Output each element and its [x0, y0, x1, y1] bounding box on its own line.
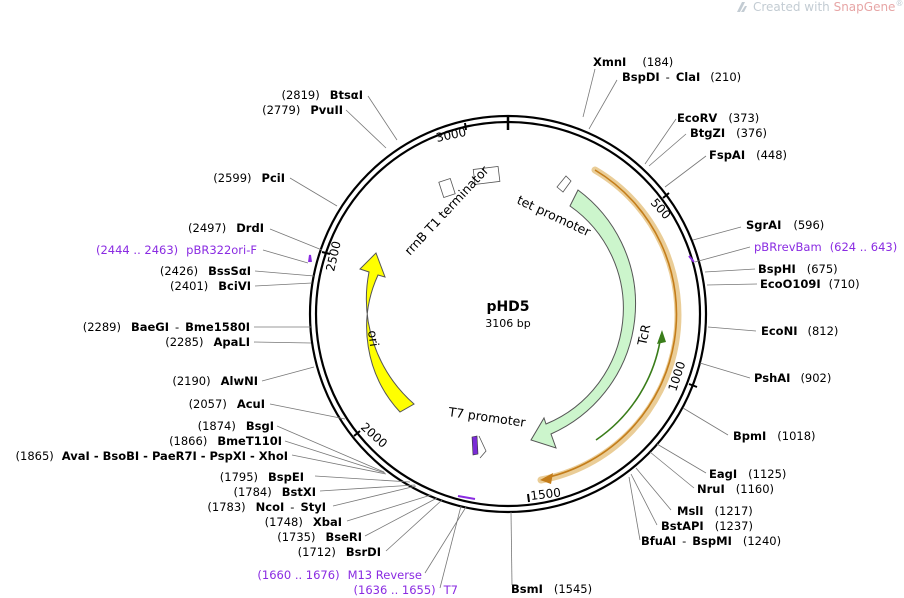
primer-mark-t7-m13: [457, 495, 476, 500]
primer-mark-pbr322ori: [308, 254, 312, 263]
primer-pbr322ori-f[interactable]: (2444 .. 2463)pBR322ori-F: [96, 243, 257, 257]
site-bmet110i[interactable]: (1866)BmeT110I: [169, 434, 282, 448]
site-bstapi[interactable]: BstAPI(1237): [661, 519, 753, 533]
watermark-brand: SnapGene: [834, 0, 896, 14]
site-eagi[interactable]: EagI(1125): [709, 467, 786, 481]
site-alwni[interactable]: (2190)AlwNI: [172, 374, 258, 388]
site-pcii[interactable]: (2599)PciI: [213, 171, 285, 185]
site-fspai[interactable]: FspAI(448): [709, 148, 787, 162]
primer-pbrrevbam[interactable]: pBRrevBam(624 .. 643): [754, 240, 897, 254]
orf-arc-line: [544, 169, 678, 479]
site-btsai[interactable]: (2819)BtsαI: [281, 88, 363, 102]
site-bstxi[interactable]: (1784)BstXI: [233, 485, 316, 499]
watermark-prefix: Created with: [753, 0, 834, 14]
site-baegi-bme1580i[interactable]: (2289)BaeGI-Bme1580I: [83, 320, 250, 334]
site-bspei[interactable]: (1795)BspEI: [220, 470, 304, 484]
site-pshai[interactable]: PshAI(902): [754, 371, 831, 385]
snapgene-watermark: Created with SnapGene®: [737, 0, 903, 14]
site-labels-left: (1636 .. 1655)T7 (1660 .. 1676)M13 Rever…: [16, 88, 458, 597]
site-bsphi[interactable]: BspHI(675): [758, 262, 838, 276]
t7-promoter-feature: [471, 435, 479, 456]
plasmid-size: 3106 bp: [485, 317, 530, 330]
site-nrui[interactable]: NruI(1160): [697, 482, 774, 496]
snapgene-logo-icon: [737, 2, 747, 12]
tick-label-3000: 3000: [435, 125, 468, 145]
site-sgrai[interactable]: SgrAI(596): [746, 218, 824, 232]
site-bsgi[interactable]: (1874)BsgI: [198, 419, 274, 433]
site-xbai[interactable]: (1748)XbaI: [265, 515, 342, 529]
site-bsmi[interactable]: BsmI(1545): [511, 582, 592, 596]
rrnb-box-1: [438, 178, 456, 198]
site-ecorv[interactable]: EcoRV(373): [677, 111, 759, 125]
tick-label-2000: 2000: [358, 420, 390, 451]
t7-promoter-outline: [478, 435, 487, 459]
plasmid-name: pHD5: [486, 299, 529, 315]
tick-500: [662, 192, 670, 199]
rrnb-terminator-label: rrnB T1 terminator: [401, 162, 492, 258]
watermark-mark: ®: [895, 0, 903, 8]
tick-label-1500: 1500: [530, 485, 562, 503]
primer-mark-pbrrevbam: [688, 255, 695, 263]
site-labels-right: XmnI(184) BspDI-ClaI(210) EcoRV(373) Btg…: [511, 55, 897, 596]
leader-lines: [253, 68, 758, 589]
primer-t7[interactable]: (1636 .. 1655)T7: [354, 583, 458, 597]
tick-1500: [527, 493, 530, 503]
rrnb-box-2: [472, 166, 501, 185]
tick-2500: [321, 251, 331, 255]
site-bsssai[interactable]: (2426)BssSαI: [160, 264, 251, 278]
tick-2000: [353, 430, 361, 437]
site-avai-group[interactable]: (1865)AvaI - BsoBI - PaeR7I - PspXI - Xh…: [16, 449, 288, 463]
primer-m13-reverse[interactable]: (1660 .. 1676)M13 Reverse: [257, 568, 422, 582]
tcr-inner-arrowhead: [657, 330, 666, 344]
site-econi[interactable]: EcoNI(812): [761, 324, 838, 338]
tcr-label: TcR: [634, 323, 653, 348]
ori-feature: [359, 252, 415, 413]
svg-text:Created with SnapGene®: Created with SnapGene®: [753, 0, 903, 14]
site-ncoi-styi[interactable]: (1783)NcoI-StyI: [207, 500, 326, 514]
site-xmni[interactable]: XmnI(184): [593, 55, 673, 69]
site-msli[interactable]: MslI(1217): [677, 504, 753, 518]
ori-label: ori: [365, 329, 382, 347]
site-bseri[interactable]: (1735)BseRI: [277, 530, 362, 544]
tcr-feature: [530, 189, 636, 449]
site-apali[interactable]: (2285)ApaLI: [165, 335, 250, 349]
site-bspdi-clai[interactable]: BspDI-ClaI(210): [622, 70, 741, 84]
site-acui[interactable]: (2057)AcuI: [189, 397, 265, 411]
tick-3000: [464, 122, 467, 131]
site-drdi[interactable]: (2497)DrdI: [188, 221, 264, 235]
tick-label-2500: 2500: [323, 240, 344, 273]
tick-marks: [321, 122, 698, 503]
site-bcivi[interactable]: (2401)BciVI: [170, 279, 251, 293]
site-bfuai-bspmi[interactable]: BfuAI-BspMI(1240): [641, 534, 781, 548]
tick-1000: [688, 383, 698, 388]
site-pvuii[interactable]: (2779)PvuII: [262, 103, 343, 117]
tcr-inner-line: [595, 334, 662, 441]
site-btgzi[interactable]: BtgZI(376): [690, 126, 767, 140]
t7-promoter-label: T7 promoter: [447, 404, 528, 430]
orf-arrowhead: [540, 473, 553, 484]
site-bpmi[interactable]: BpmI(1018): [733, 429, 816, 443]
site-bsrdi[interactable]: (1712)BsrDI: [298, 545, 381, 559]
site-ecoo109i[interactable]: EcoO109I(710): [760, 277, 860, 291]
tet-promoter-feature: [556, 175, 572, 193]
